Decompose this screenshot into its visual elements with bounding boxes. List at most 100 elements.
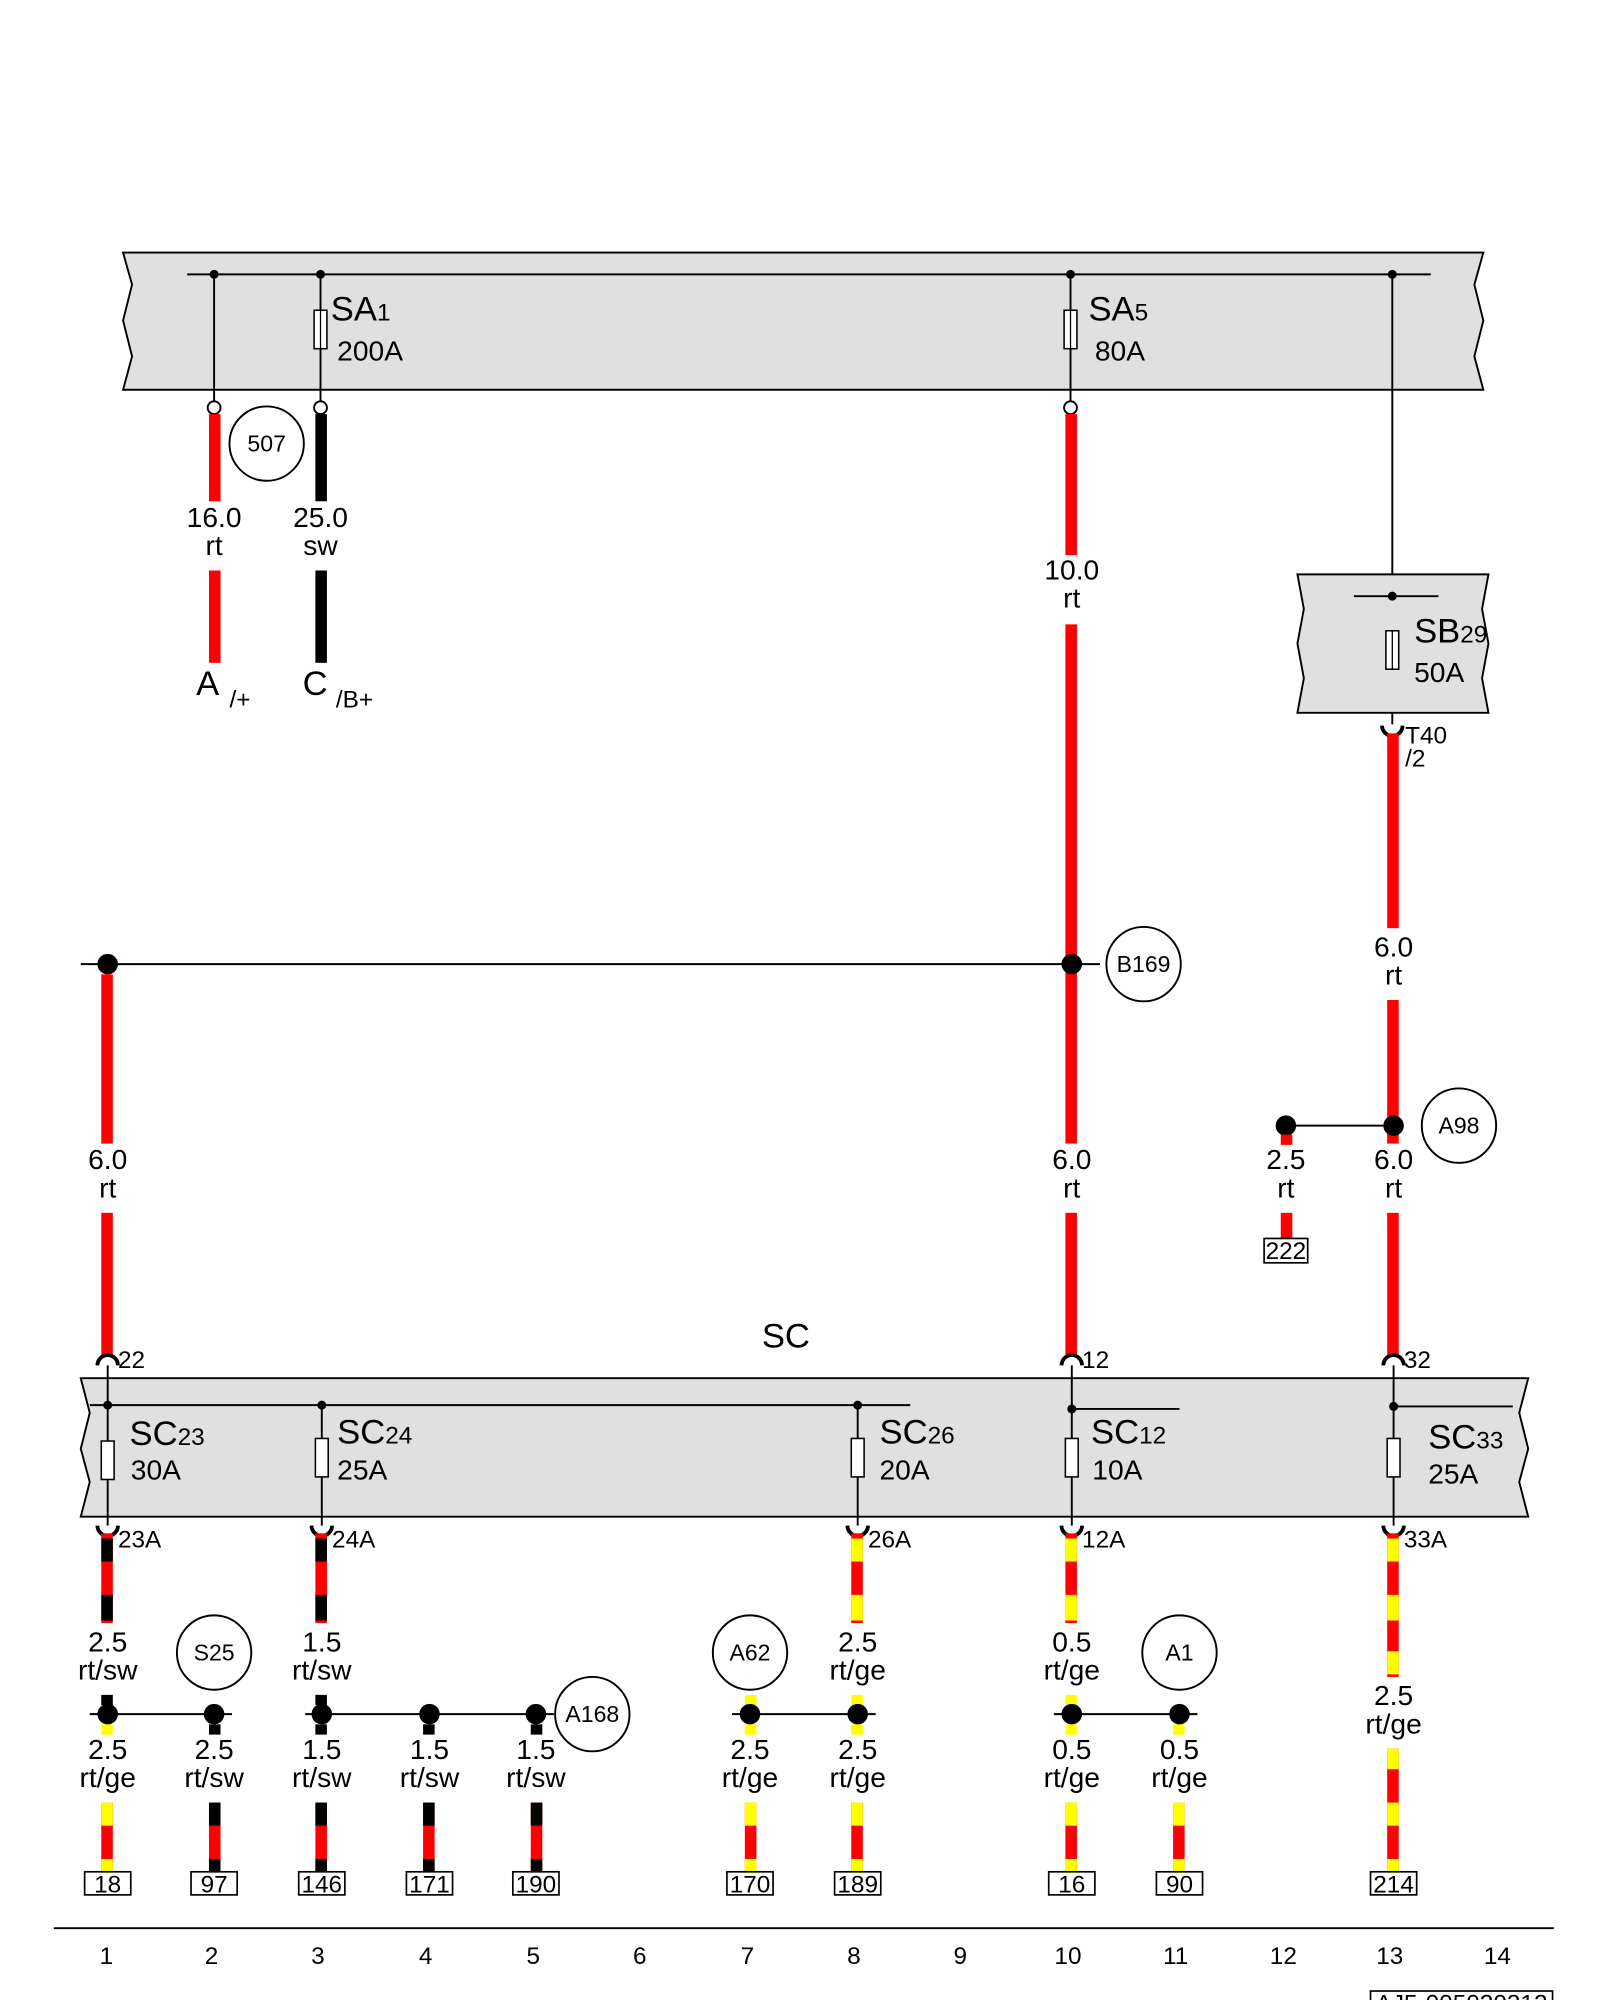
svg-text:/2: /2 (1405, 746, 1425, 773)
wire-label-33a: 2.5 rt/ge (1365, 1679, 1421, 1739)
fuse-sc26: SC26 20A (850, 1414, 955, 1485)
svg-text:rt/ge: rt/ge (1365, 1707, 1421, 1739)
splice-a62: A62 (711, 1614, 789, 1691)
svg-text:23A: 23A (118, 1526, 162, 1553)
svg-text:1.5: 1.5 (410, 1733, 449, 1765)
svg-text:rt/sw: rt/sw (292, 1761, 352, 1793)
svg-text:1.5: 1.5 (516, 1733, 555, 1765)
svg-text:2: 2 (205, 1943, 219, 1970)
sc-output-pins: 23A 24A 26A 12A 33A (95, 1525, 1448, 1553)
sa5-rating: 80A (1095, 334, 1145, 366)
sc-box-label: SC (762, 1317, 810, 1355)
svg-text:10: 10 (1054, 1943, 1081, 1970)
svg-text:33A: 33A (1404, 1526, 1448, 1553)
sc-input-pins: 22 12 32 (95, 1347, 1431, 1374)
svg-text:rt: rt (1277, 1171, 1294, 1203)
svg-text:97: 97 (201, 1871, 228, 1898)
svg-text:3: 3 (311, 1943, 325, 1970)
svg-text:2.5: 2.5 (1266, 1143, 1305, 1175)
svg-text:rt/ge: rt/ge (79, 1761, 135, 1793)
wire-label-left: 6.0 rt (88, 1143, 127, 1203)
svg-text:S25: S25 (194, 1639, 235, 1665)
svg-text:rt: rt (1385, 959, 1402, 991)
wire-label-26a: 2.5 rt/ge (829, 1625, 885, 1685)
sa-terminal-3 (1063, 400, 1078, 416)
wire-label-171: 1.5 rt/sw (400, 1733, 460, 1793)
svg-text:13: 13 (1376, 1943, 1403, 1970)
svg-text:507: 507 (247, 430, 285, 456)
svg-text:C: C (303, 665, 328, 703)
svg-text:SC33: SC33 (1428, 1419, 1503, 1457)
svg-text:2.5: 2.5 (1374, 1679, 1413, 1711)
svg-text:10A: 10A (1092, 1453, 1142, 1485)
svg-text:rt: rt (205, 529, 222, 561)
svg-text:16: 16 (1058, 1871, 1085, 1898)
svg-text:rt/sw: rt/sw (292, 1653, 352, 1685)
svg-text:12: 12 (1082, 1347, 1109, 1374)
svg-text:SB29: SB29 (1414, 612, 1487, 650)
svg-text:32: 32 (1404, 1347, 1431, 1374)
svg-text:1.5: 1.5 (302, 1625, 341, 1657)
svg-text:24A: 24A (332, 1526, 376, 1553)
wire-label-189: 2.5 rt/ge (829, 1733, 885, 1793)
fuse-box-sa (121, 251, 1485, 391)
column-numbers: 1 2 3 4 5 6 7 8 9 10 11 12 13 14 (100, 1943, 1511, 1970)
svg-text:25.0: 25.0 (293, 501, 348, 533)
svg-text:6.0: 6.0 (88, 1143, 127, 1175)
svg-text:rt: rt (1385, 1171, 1402, 1203)
striped-wires (101, 1533, 1399, 1872)
wire-label-170: 2.5 rt/ge (722, 1733, 778, 1793)
svg-text:190: 190 (516, 1871, 557, 1898)
svg-text:rt: rt (1063, 582, 1080, 614)
svg-text:2.5: 2.5 (838, 1625, 877, 1657)
svg-text:14: 14 (1484, 1943, 1511, 1970)
splice-s25: S25 (175, 1614, 253, 1691)
fuse-sc33: SC33 25A (1386, 1419, 1503, 1489)
fuse-sc23: SC23 30A (100, 1415, 205, 1485)
splice-buses (89, 1703, 1198, 1725)
svg-text:26A: 26A (868, 1526, 912, 1553)
svg-text:2.5: 2.5 (88, 1625, 127, 1657)
svg-text:/+: /+ (229, 687, 250, 714)
svg-text:rt/ge: rt/ge (722, 1761, 778, 1793)
wire-label-23a: 2.5 rt/sw (78, 1625, 138, 1685)
svg-text:6.0: 6.0 (1374, 930, 1413, 962)
svg-text:25A: 25A (337, 1453, 387, 1485)
svg-text:sw: sw (303, 529, 338, 561)
svg-text:30A: 30A (131, 1453, 181, 1485)
svg-text:5: 5 (527, 1943, 541, 1970)
svg-text:A: A (196, 665, 220, 703)
svg-text:6: 6 (633, 1943, 647, 1970)
svg-text:90: 90 (1166, 1871, 1193, 1898)
wire-label-24a: 1.5 rt/sw (292, 1625, 352, 1685)
svg-text:rt/sw: rt/sw (506, 1761, 566, 1793)
svg-text:rt/sw: rt/sw (400, 1761, 460, 1793)
wire-label-sb29: 6.0 rt (1374, 930, 1413, 990)
svg-text:10.0: 10.0 (1044, 553, 1099, 585)
wire-label-18: 2.5 rt/ge (79, 1733, 135, 1793)
svg-text:20A: 20A (879, 1453, 929, 1485)
svg-text:146: 146 (301, 1871, 342, 1898)
svg-text:11: 11 (1163, 1943, 1188, 1970)
document-id: AJ5-005020312 (1369, 1990, 1554, 2000)
svg-text:SA1: SA1 (331, 291, 391, 329)
svg-text:6.0: 6.0 (1052, 1143, 1091, 1175)
svg-text:rt/ge: rt/ge (829, 1653, 885, 1685)
svg-text:25A: 25A (1428, 1457, 1478, 1489)
splice-b169: B169 (1105, 925, 1182, 1003)
connector-t40: T40 /2 (1380, 723, 1447, 773)
svg-text:0.5: 0.5 (1052, 1733, 1091, 1765)
wire-label-a98: 6.0 rt (1374, 1143, 1413, 1203)
wire-label-a: 16.0 rt (187, 501, 242, 561)
svg-text:rt/sw: rt/sw (78, 1653, 138, 1685)
svg-text:171: 171 (409, 1871, 450, 1898)
svg-text:7: 7 (741, 1943, 755, 1970)
wire-label-c: 25.0 sw (293, 501, 348, 561)
svg-text:SC12: SC12 (1091, 1414, 1166, 1452)
svg-text:SA5: SA5 (1088, 291, 1148, 329)
svg-text:2.5: 2.5 (195, 1733, 234, 1765)
svg-text:22: 22 (118, 1347, 145, 1374)
fuse-sc12: SC12 10A (1064, 1414, 1166, 1485)
svg-text:rt/ge: rt/ge (1151, 1761, 1207, 1793)
ref-222: 222 (1263, 1237, 1309, 1265)
